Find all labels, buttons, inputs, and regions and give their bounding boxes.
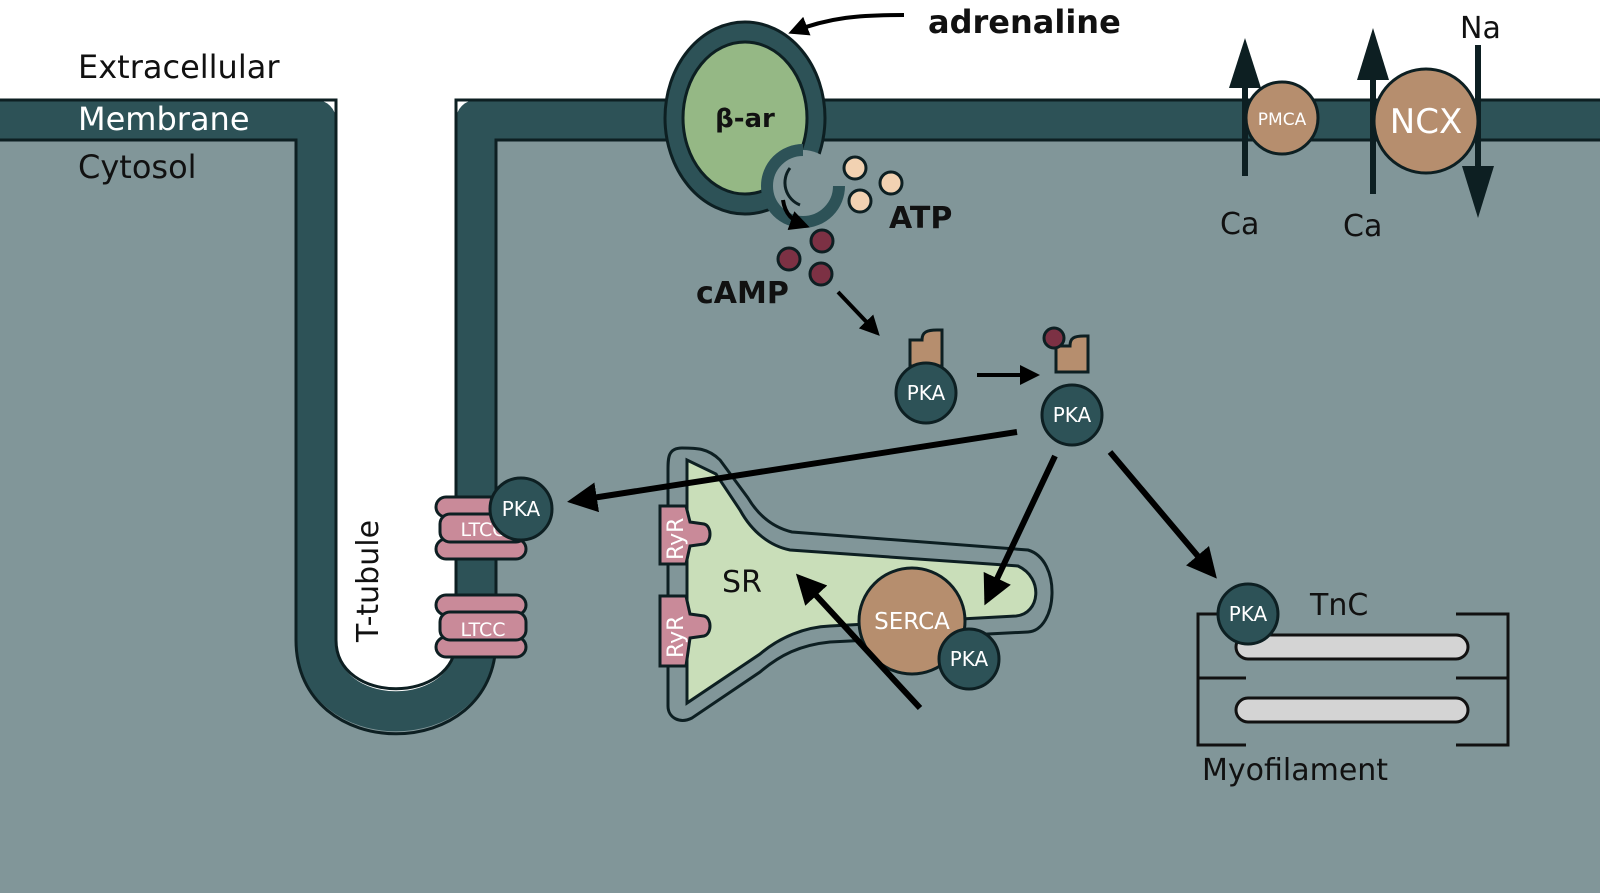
pka-label: PKA: [907, 381, 946, 405]
atp-molecule: [842, 155, 868, 181]
ryr-channel: RyR: [658, 504, 712, 566]
atp-label: ATP: [889, 201, 952, 236]
thin-filament: [1234, 696, 1470, 724]
serca-pump: SERCA: [857, 566, 967, 676]
myofilament-label: Myofilament: [1202, 753, 1388, 788]
camp-molecule: [809, 228, 835, 254]
pka-active: PKA: [1040, 326, 1104, 447]
atp-molecule: [878, 170, 904, 196]
pka-to-tnc-arrow: [1107, 450, 1217, 579]
atp-conversion-arrow: [781, 199, 810, 231]
ryr-channel: RyR: [658, 594, 712, 668]
sr-label: SR: [722, 565, 762, 600]
pmca-label: PMCA: [1258, 110, 1307, 130]
ncx-label: NCX: [1390, 102, 1462, 142]
ltcc-channel: LTCC: [434, 593, 528, 659]
ca-pmca-label: Ca: [1220, 207, 1259, 242]
ryr-label: RyR: [664, 616, 689, 658]
pka-to-serca-arrow: [983, 454, 1058, 606]
pka-to-ltcc-arrow: [567, 429, 1018, 513]
pka-label: PKA: [1053, 403, 1092, 427]
extracellular-label: Extracellular: [78, 48, 280, 86]
thin-filament: [1234, 633, 1470, 661]
pka-label: PKA: [1229, 602, 1268, 626]
pmca-pump: PMCA: [1229, 38, 1320, 176]
na-label: Na: [1460, 11, 1501, 46]
atp-molecule: [847, 188, 873, 214]
ncx-exchanger: NCX: [1357, 28, 1494, 218]
adrenaline-arrow: [788, 13, 905, 36]
tnc-label: TnC: [1309, 588, 1368, 623]
ryr-label: RyR: [664, 518, 689, 560]
camp-arrow: [836, 290, 880, 336]
pka-serca: PKA: [937, 627, 1001, 691]
membrane-label: Membrane: [78, 100, 250, 138]
ltcc-label: LTCC: [461, 619, 506, 641]
pka-label: PKA: [950, 647, 989, 671]
sarcoplasmic-reticulum: SR: [666, 446, 1054, 722]
adrenaline-label: adrenaline: [928, 3, 1121, 41]
beta-ar-label: β-ar: [715, 104, 775, 134]
membrane-inner-outline: [0, 138, 1600, 736]
myofilament: PKA TnC Myofilament: [1196, 582, 1510, 788]
pka-inactive: PKA: [894, 328, 958, 425]
serca-label: SERCA: [874, 609, 950, 635]
t-tubule-label: T-tubule: [351, 520, 386, 643]
cytosol-region: [0, 120, 1600, 893]
pka-label: PKA: [502, 497, 541, 521]
camp-molecule: [776, 246, 802, 272]
camp-label: cAMP: [696, 276, 789, 311]
pka-ltcc: PKA: [488, 476, 554, 542]
serca-uptake-arrow: [795, 573, 923, 711]
camp-molecule: [808, 261, 834, 287]
cytosol-label: Cytosol: [78, 148, 197, 186]
ca-ncx-label: Ca: [1343, 209, 1382, 244]
